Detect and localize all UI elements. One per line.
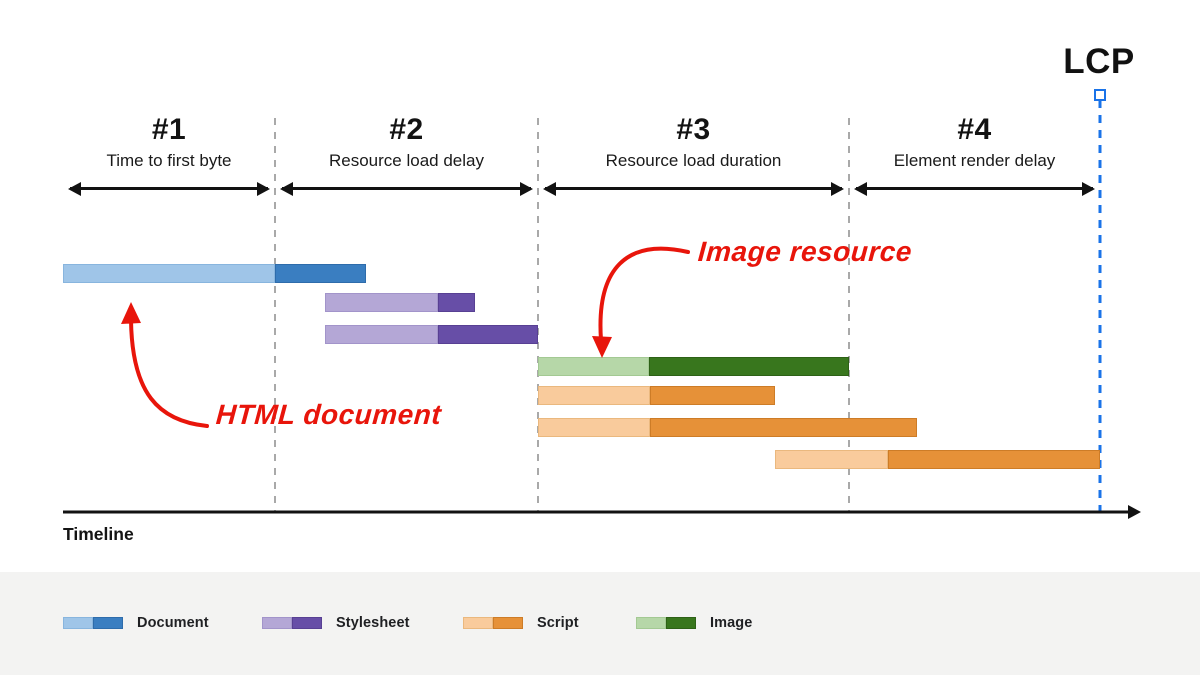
legend-item-document: Document xyxy=(63,615,209,631)
script-bar-dark-segment xyxy=(650,418,917,437)
phase-extent-arrow xyxy=(543,181,844,196)
stylesheet-bar-dark-segment xyxy=(438,293,475,312)
image-swatch-icon xyxy=(636,617,696,629)
legend-strip xyxy=(0,572,1200,675)
stylesheet-swatch-icon xyxy=(262,617,322,629)
image-bar-light-segment xyxy=(538,357,649,376)
html-document-arrow xyxy=(129,318,209,428)
script-bar-dark-segment xyxy=(888,450,1100,469)
image-resource-arrow xyxy=(598,246,690,342)
legend-item-script: Script xyxy=(463,615,579,631)
html-document-arrowhead-icon xyxy=(121,302,141,324)
legend-item-image: Image xyxy=(636,615,752,631)
phase-label: Time to first byte xyxy=(106,151,232,170)
stylesheet-bar-light-segment xyxy=(325,325,438,344)
document-bar-dark-segment xyxy=(275,264,366,283)
legend-label: Script xyxy=(537,615,579,631)
document-bar-light-segment xyxy=(63,264,275,283)
phase-extent-arrow xyxy=(68,181,270,196)
stylesheet-bar-light-segment xyxy=(325,293,438,312)
phase-number: #4 xyxy=(957,113,992,146)
image-resource-arrowhead-icon xyxy=(592,336,612,358)
script-bar-light-segment xyxy=(775,450,888,469)
image-bar-dark-segment xyxy=(649,357,849,376)
phase-label: Element render delay xyxy=(893,151,1056,170)
phase-label: Resource load delay xyxy=(329,151,484,170)
phase-number: #2 xyxy=(389,113,424,146)
script-bar-light-segment xyxy=(538,418,650,437)
phase-extent-arrow xyxy=(280,181,533,196)
legend-label: Document xyxy=(137,615,209,631)
phase-number: #1 xyxy=(151,113,187,146)
stylesheet-bar-dark-segment xyxy=(438,325,538,344)
phase-label: Resource load duration xyxy=(605,151,782,170)
legend-label: Image xyxy=(710,615,753,631)
script-bar-dark-segment xyxy=(650,386,775,405)
phase-number: #3 xyxy=(676,113,711,146)
phase-extent-arrow xyxy=(854,181,1095,196)
legend-item-stylesheet: Stylesheet xyxy=(262,615,410,631)
script-bar-light-segment xyxy=(538,386,650,405)
document-swatch-icon xyxy=(63,617,123,629)
timeline-axis-arrowhead-icon xyxy=(1128,505,1141,519)
legend-label: Stylesheet xyxy=(336,615,410,631)
script-swatch-icon xyxy=(463,617,523,629)
